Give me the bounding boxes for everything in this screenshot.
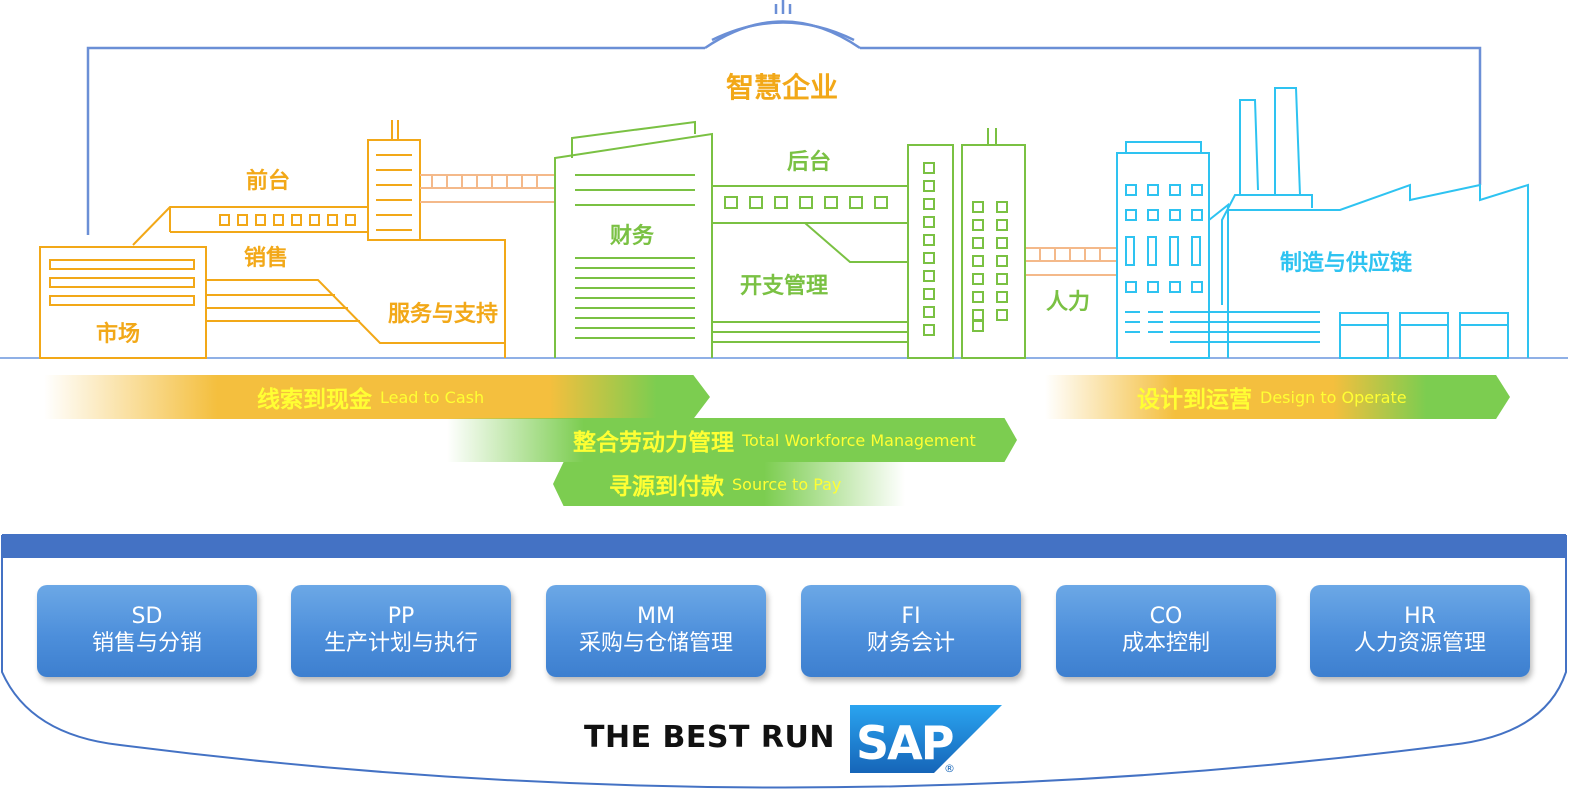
- module-hr: HR 人力资源管理: [1310, 585, 1530, 677]
- label-front-office: 前台: [246, 169, 291, 194]
- module-name: 采购与仓储管理: [578, 631, 733, 656]
- module-code: MM: [637, 604, 675, 629]
- front-office-buildings: [39, 120, 506, 359]
- label-spend-management: 开支管理: [740, 274, 829, 299]
- bridge-back-manufacturing: [1025, 247, 1117, 276]
- module-fi: FI 财务会计: [801, 585, 1021, 677]
- back-office-buildings: [554, 120, 1026, 359]
- module-code: PP: [387, 604, 415, 629]
- flow-source-to-pay: 寻源到付款 Source to Pay: [553, 462, 905, 506]
- label-service-support: 服务与支持: [388, 302, 499, 327]
- flow-design-to-operate: 设计到运营 Design to Operate: [1045, 375, 1510, 419]
- flow-en-label: Total Workforce Management: [742, 430, 976, 450]
- label-marketing: 市场: [96, 322, 141, 347]
- module-sd: SD 销售与分销: [37, 585, 257, 677]
- flow-en-label: Lead to Cash: [380, 387, 485, 407]
- tagline: THE BEST RUN: [584, 720, 835, 755]
- enterprise-frame: [86, 0, 1482, 235]
- registered-mark: ®: [944, 762, 955, 775]
- flow-total-workforce-management: 整合劳动力管理 Total Workforce Management: [447, 418, 1017, 462]
- flow-lead-to-cash: 线索到现金 Lead to Cash: [44, 375, 710, 419]
- module-name: 人力资源管理: [1353, 631, 1486, 656]
- module-co: CO 成本控制: [1056, 585, 1276, 677]
- bridge-front-back: [420, 174, 555, 203]
- label-back-office: 后台: [787, 150, 832, 175]
- manufacturing-buildings: [1116, 87, 1529, 359]
- label-human-resources: 人力: [1046, 290, 1091, 315]
- sap-logo-text: SAP: [856, 716, 953, 770]
- module-mm: MM 采购与仓储管理: [546, 585, 766, 677]
- flow-zh-label: 线索到现金: [257, 387, 372, 413]
- module-code: CO: [1149, 604, 1183, 629]
- flow-en-label: Design to Operate: [1260, 387, 1407, 407]
- label-manufacturing-supply-chain: 制造与供应链: [1280, 251, 1413, 276]
- module-name: 销售与分销: [91, 631, 202, 656]
- module-code: FI: [901, 604, 921, 629]
- page-title: 智慧企业: [726, 71, 839, 104]
- module-name: 财务会计: [866, 631, 955, 656]
- module-name: 生产计划与执行: [323, 631, 478, 656]
- module-code: SD: [131, 604, 163, 629]
- flow-zh-label: 设计到运营: [1137, 387, 1252, 413]
- module-pp: PP 生产计划与执行: [291, 585, 511, 677]
- module-platform-bar: [2, 534, 1566, 558]
- sap-logo: SAP ®: [850, 705, 1002, 775]
- module-name: 成本控制: [1121, 631, 1210, 656]
- flow-zh-label: 整合劳动力管理: [573, 430, 734, 456]
- label-finance: 财务: [610, 224, 655, 249]
- flow-en-label: Source to Pay: [732, 474, 842, 494]
- module-code: HR: [1404, 604, 1436, 629]
- flow-zh-label: 寻源到付款: [609, 474, 724, 500]
- label-sales: 销售: [244, 246, 289, 271]
